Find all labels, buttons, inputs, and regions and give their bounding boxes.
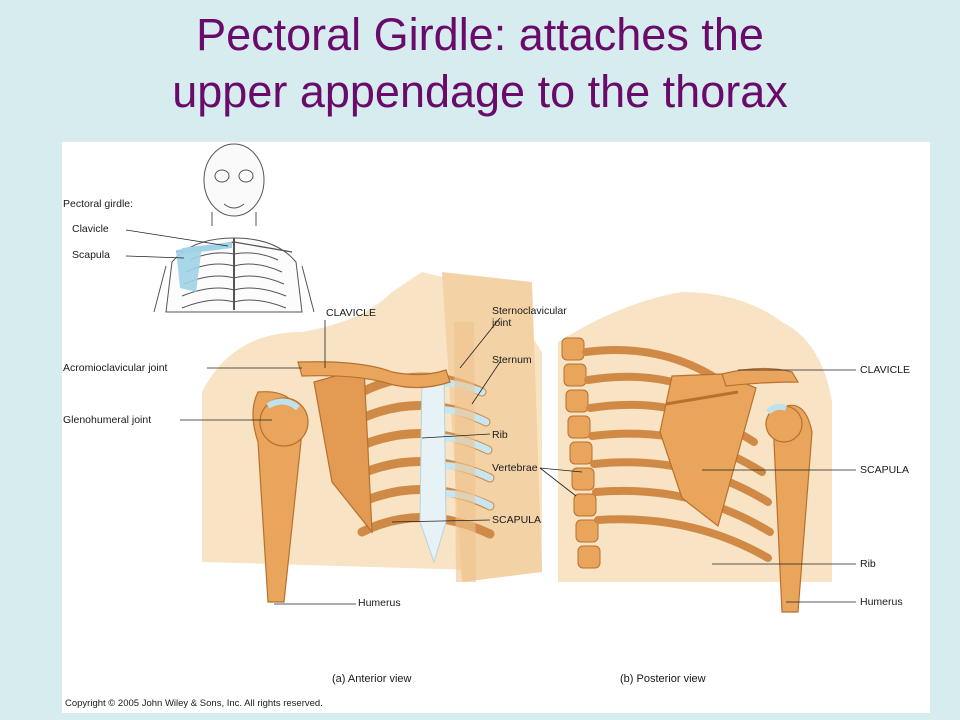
title-line-1: Pectoral Girdle: attaches the xyxy=(196,9,764,60)
posterior-label-clavicle: CLAVICLE xyxy=(860,364,910,376)
anterior-label-humerus: Humerus xyxy=(358,597,401,609)
anterior-label-sternoclavicular-joint: joint xyxy=(492,317,512,329)
anterior-caption: (a) Anterior view xyxy=(332,673,412,685)
posterior-caption: (b) Posterior view xyxy=(620,673,706,685)
slide-title: Pectoral Girdle: attaches the upper appe… xyxy=(0,6,960,120)
anatomy-figure: Pectoral girdle: Clavicle Scapula CLAVIC… xyxy=(62,142,930,713)
inset-label-scapula: Scapula xyxy=(72,249,110,261)
posterior-view xyxy=(558,292,832,613)
inset-scapula-highlight xyxy=(176,246,202,292)
anterior-leader-lines xyxy=(180,317,501,605)
anatomy-illustration xyxy=(125,143,856,613)
inset-skeleton xyxy=(153,143,315,313)
anterior-label-rib: Rib xyxy=(492,429,508,441)
posterior-leader-lines xyxy=(539,369,856,603)
inset-heading: Pectoral girdle: xyxy=(63,198,134,210)
anterior-label-clavicle: CLAVICLE xyxy=(326,307,376,319)
anterior-label-acromioclavicular-joint: Acromioclavicular joint xyxy=(63,362,168,374)
posterior-label-humerus: Humerus xyxy=(860,596,903,608)
title-line-2: upper appendage to the thorax xyxy=(172,66,788,117)
copyright-notice: Copyright © 2005 John Wiley & Sons, Inc.… xyxy=(65,698,323,709)
posterior-label-scapula: SCAPULA xyxy=(860,464,910,476)
anterior-label-sternum: Sternum xyxy=(492,354,532,366)
posterior-label-rib: Rib xyxy=(860,558,876,570)
anterior-label-vertebrae: Vertebrae xyxy=(492,462,538,474)
anterior-view xyxy=(202,272,542,603)
anterior-label-sternoclavicular: Sternoclavicular xyxy=(492,305,567,317)
anterior-label-scapula: SCAPULA xyxy=(492,514,542,526)
anterior-label-glenohumeral-joint: Glenohumeral joint xyxy=(63,414,152,426)
inset-label-clavicle: Clavicle xyxy=(72,223,109,235)
